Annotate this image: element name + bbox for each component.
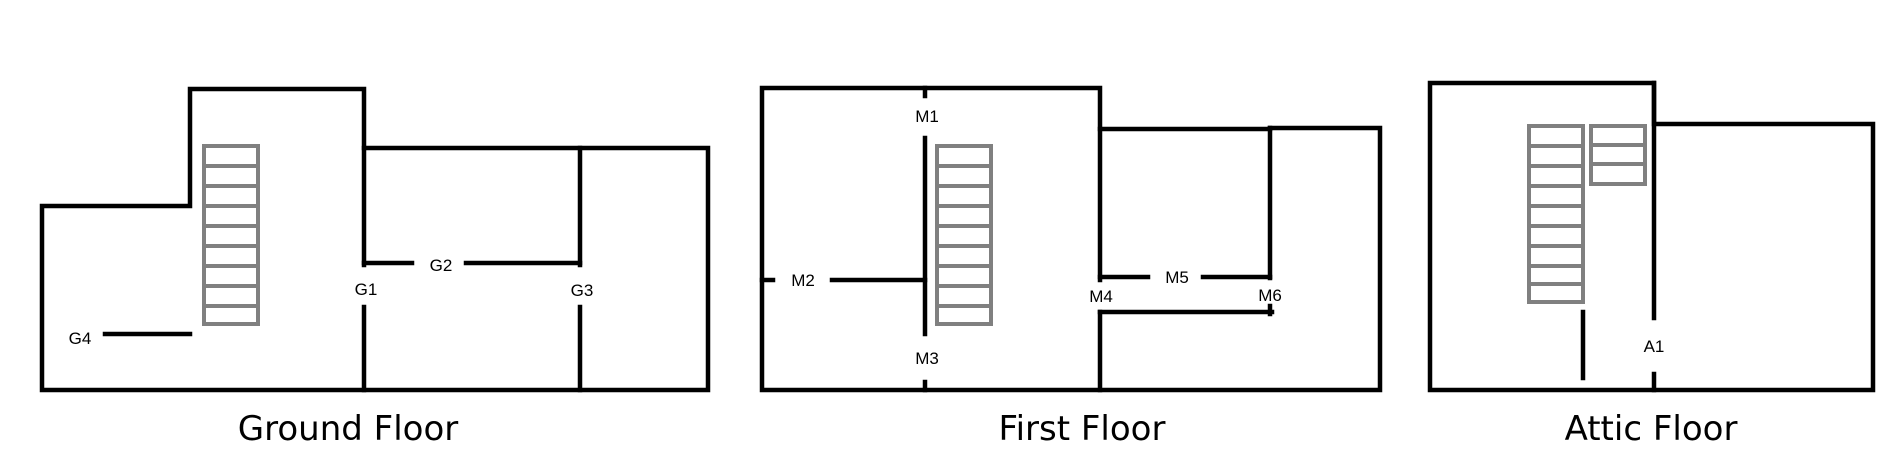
- door-label-m4: M4: [1089, 287, 1113, 306]
- ground-staircase: [202, 144, 260, 326]
- first-outer-wall: [759, 85, 1383, 393]
- door-label-g1: G1: [355, 280, 378, 299]
- ground-floor-plan: G1 G2 G3 G4 Ground Floor: [39, 86, 711, 449]
- door-label-m1: M1: [915, 107, 939, 126]
- first-floor-title: First Floor: [999, 409, 1166, 449]
- door-label-m6: M6: [1258, 286, 1282, 305]
- attic-floor-plan: A1 Attic Floor: [1427, 80, 1876, 449]
- ground-floor-title: Ground Floor: [238, 409, 458, 449]
- door-label-g2: G2: [430, 256, 453, 275]
- door-label-g3: G3: [571, 281, 594, 300]
- attic-staircase-main: [1527, 124, 1585, 304]
- door-label-m5: M5: [1165, 268, 1189, 287]
- first-staircase: [935, 144, 993, 326]
- door-label-m3: M3: [915, 349, 939, 368]
- first-floor-plan: M1 M2 M3 M4 M5 M6 First Floor: [759, 85, 1383, 449]
- ground-outer-wall: [39, 86, 711, 393]
- door-label-m2: M2: [791, 271, 815, 290]
- door-label-g4: G4: [69, 329, 92, 348]
- door-label-a1: A1: [1644, 337, 1665, 356]
- attic-staircase-upper: [1589, 124, 1647, 186]
- attic-floor-title: Attic Floor: [1565, 409, 1738, 449]
